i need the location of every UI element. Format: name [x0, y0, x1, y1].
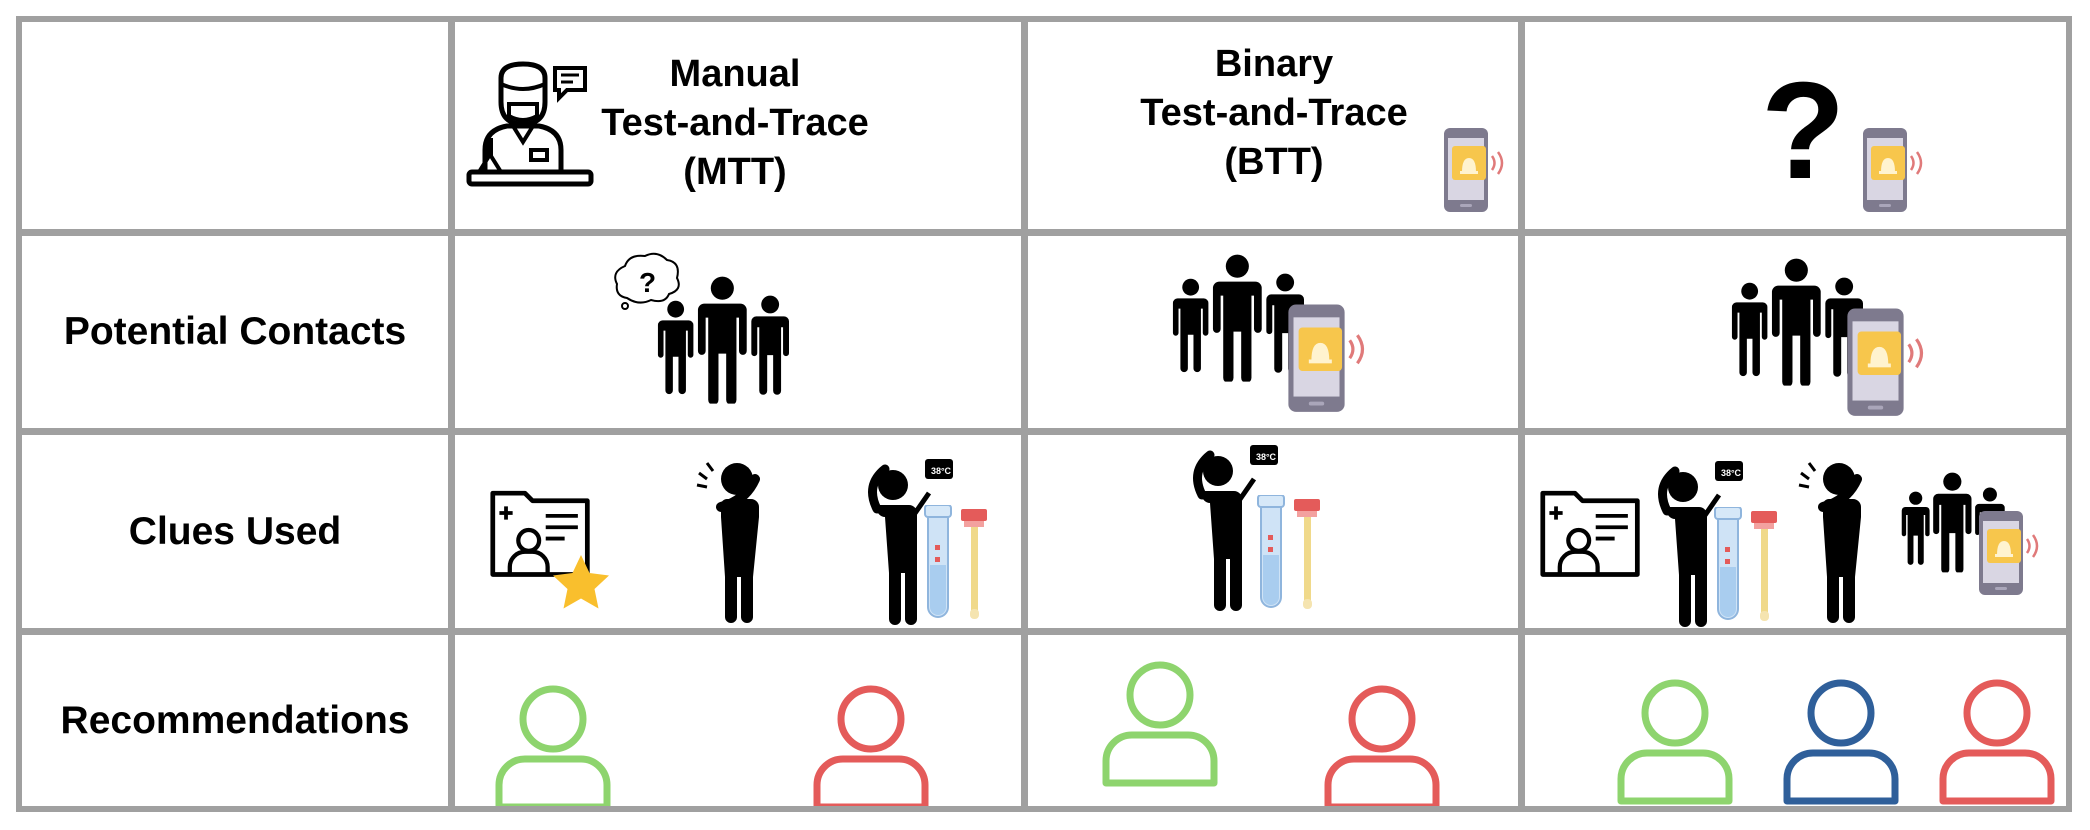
- thermometer-label: 38°C: [1720, 468, 1742, 478]
- thermometer-label: 38°C: [930, 466, 952, 476]
- person-outline-icon-green: [1615, 677, 1735, 806]
- btt-title: Binary Test-and-Trace (BTT): [1124, 40, 1424, 187]
- thermometer-label: 38°C: [1255, 452, 1277, 462]
- coughing-person-icon: [693, 455, 773, 625]
- question-mark-symbol: ?: [1761, 54, 1846, 208]
- star-icon: [551, 553, 611, 613]
- doctor-icon: [465, 60, 595, 190]
- person-outline-icon-red: [1322, 683, 1442, 806]
- phone-alert-icon: [1975, 509, 2045, 599]
- btt-title-line2: Test-and-Trace: [1140, 92, 1408, 134]
- mtt-recommendations: [455, 635, 1021, 806]
- row-label-clues-used: Clues Used: [22, 435, 448, 628]
- btt-title-line3: (BTT): [1224, 141, 1324, 183]
- header-proposed: ?: [1525, 22, 2066, 229]
- mtt-title-line2: Test-and-Trace: [601, 102, 869, 144]
- medical-folder-icon: [1539, 483, 1643, 579]
- person-outline-icon-green: [493, 683, 613, 806]
- header-empty-cell: [22, 22, 448, 229]
- person-outline-icon-red: [1937, 677, 2057, 806]
- btt-title-line1: Binary: [1214, 43, 1334, 85]
- comparison-table: Manual Test-and-Trace (MTT) Binary Test-…: [16, 16, 2072, 812]
- svg-text:?: ?: [639, 267, 656, 298]
- mtt-potential-contacts: ?: [455, 236, 1021, 428]
- phone-alert-icon: [1839, 306, 1935, 421]
- btt-recommendations: [1028, 635, 1518, 806]
- coughing-person-icon: [1795, 455, 1875, 625]
- person-outline-icon-green: [1100, 659, 1220, 789]
- row-label-recommendations: Recommendations: [22, 635, 448, 806]
- btt-potential-contacts: [1028, 236, 1518, 428]
- test-tube-icon: [1254, 495, 1324, 615]
- proposed-recommendations: [1525, 635, 2066, 806]
- phone-alert-icon: [1859, 126, 1929, 216]
- header-btt: Binary Test-and-Trace (BTT): [1028, 22, 1518, 229]
- phone-alert-icon: [1280, 302, 1376, 417]
- phone-alert-icon: [1440, 126, 1510, 216]
- mtt-title-line1: Manual: [669, 53, 801, 95]
- mtt-clues-used: 38°C: [455, 435, 1021, 628]
- thought-bubble-icon: ?: [614, 252, 680, 310]
- header-mtt: Manual Test-and-Trace (MTT): [455, 22, 1021, 229]
- row-label-potential-contacts: Potential Contacts: [22, 236, 448, 428]
- person-outline-icon-blue: [1781, 677, 1901, 806]
- test-tube-icon: [1711, 507, 1781, 627]
- test-tube-icon: [921, 505, 991, 625]
- mtt-title-line3: (MTT): [683, 151, 787, 193]
- btt-clues-used: 38°C: [1028, 435, 1518, 628]
- proposed-potential-contacts: [1525, 236, 2066, 428]
- proposed-clues-used: 38°C: [1525, 435, 2066, 628]
- person-outline-icon-red: [811, 683, 931, 806]
- people-group-icon: [657, 272, 797, 407]
- mtt-title: Manual Test-and-Trace (MTT): [585, 50, 885, 197]
